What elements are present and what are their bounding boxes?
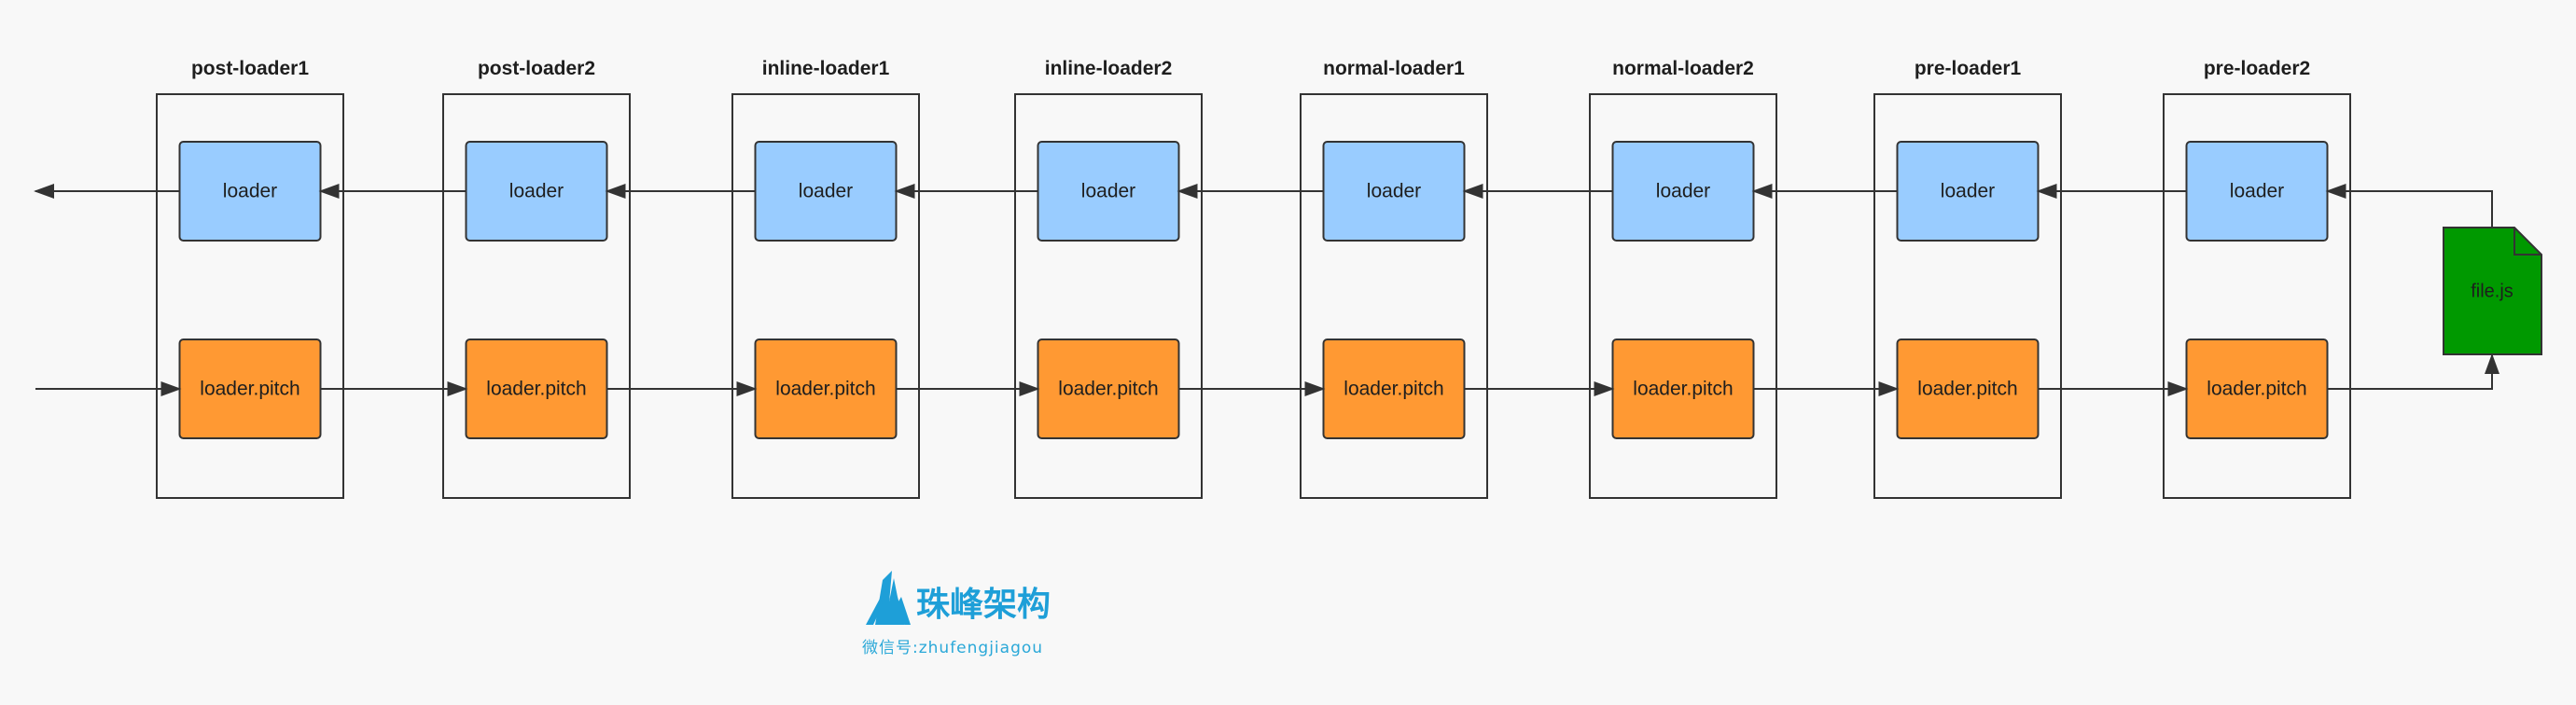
column-title: normal-loader1 [1323,58,1465,79]
column-frame [156,93,344,499]
column-frame [1873,93,2062,499]
normal-loader-label: loader [509,181,564,202]
column-title: pre-loader1 [1915,58,2022,79]
loader-column: inline-loader2 loader loader.pitch [1014,58,1203,499]
normal-loader-label: loader [2230,181,2284,202]
brand-title: 珠峰架构 [916,586,1051,624]
loader-column: pre-loader1 loader loader.pitch [1873,58,2062,499]
pitch-loader-label: loader.pitch [775,379,875,400]
pitch-loader-label: loader.pitch [2207,379,2306,400]
pitch-loader-label: loader.pitch [1917,379,2017,400]
loader-column: post-loader2 loader loader.pitch [442,58,631,499]
file-js-node: file.js [2443,227,2542,355]
normal-loader-label: loader [1656,181,1710,202]
normal-loader-label: loader [223,181,277,202]
brand-logo: 珠峰架构 微信号:zhufengjiagou [862,571,1051,657]
column-frame [1300,93,1488,499]
column-title: pre-loader2 [2204,58,2310,79]
pitch-loader-label: loader.pitch [486,379,586,400]
file-document-icon [2443,227,2542,355]
loader-columns: post-loader1loaderloader.pitchpost-loade… [156,58,2351,499]
flow-arrows [34,184,2499,396]
column-title: inline-loader1 [762,58,890,79]
normal-loader-label: loader [1941,181,1995,202]
normal-loader-label: loader [1081,181,1135,202]
column-title: post-loader1 [191,58,309,79]
loader-column: normal-loader1 loader loader.pitch [1300,58,1488,499]
column-frame [442,93,631,499]
brand-subtitle: 微信号:zhufengjiagou [862,639,1043,657]
column-title: inline-loader2 [1045,58,1173,79]
column-title: normal-loader2 [1612,58,1754,79]
loader-column: post-loader1 loader loader.pitch [156,58,344,499]
loader-column: normal-loader2 loader loader.pitch [1589,58,1777,499]
normal-loader-label: loader [1367,181,1421,202]
normal-loader-label: loader [799,181,853,202]
pitch-loader-label: loader.pitch [1058,379,1158,400]
file-fold-corner [2513,228,2541,256]
file-label: file.js [2471,281,2513,301]
pitch-to-file-arrow [2327,353,2499,390]
column-frame [2163,93,2351,499]
pitch-loader-label: loader.pitch [1344,379,1443,400]
column-frame [1589,93,1777,499]
file-to-loader-arrow [2325,184,2493,228]
loader-column: inline-loader1 loader loader.pitch [731,58,920,499]
loader-column: pre-loader2 loader loader.pitch [2163,58,2351,499]
column-title: post-loader2 [478,58,595,79]
pitch-loader-label: loader.pitch [200,379,299,400]
column-frame [1014,93,1203,499]
mountain-logo-icon [866,571,911,625]
column-frame [731,93,920,499]
pitch-loader-label: loader.pitch [1633,379,1733,400]
